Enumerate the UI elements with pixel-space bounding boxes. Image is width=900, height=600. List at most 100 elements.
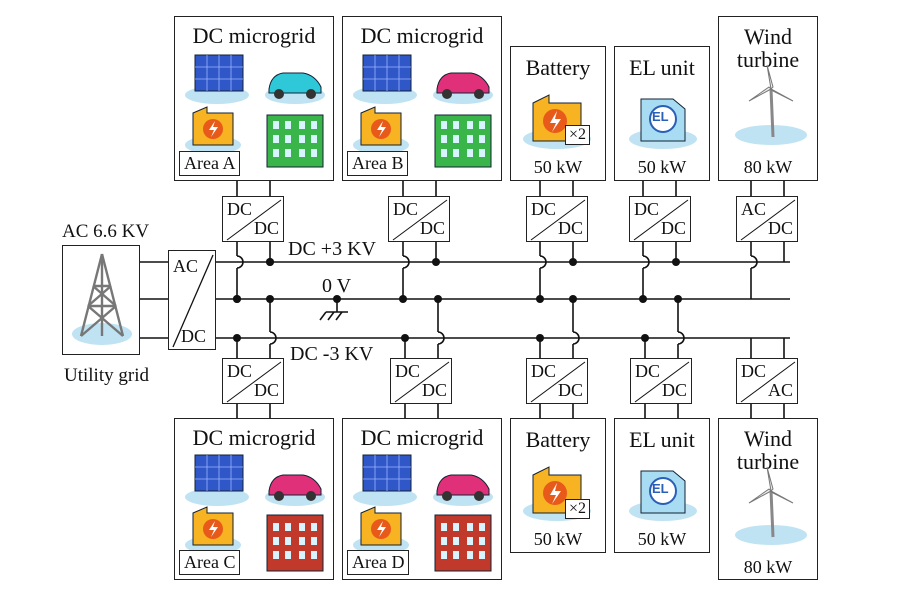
transmission-tower-icon	[72, 253, 132, 345]
wind-title-line2: turbine	[736, 47, 800, 73]
junction-dot	[399, 295, 407, 303]
junction-dot	[674, 295, 682, 303]
converter-in-label: DC	[227, 199, 253, 219]
microgrid-icons	[353, 454, 493, 572]
microgrid-area-c: DC microgrid Area C	[174, 418, 334, 580]
main-converter-ac-label: AC	[173, 256, 199, 276]
converter-out-label: DC	[253, 380, 279, 400]
grid-voltage-label: AC 6.6 KV	[62, 221, 150, 242]
microgrid-icons	[185, 54, 325, 168]
battery-title: Battery	[525, 427, 591, 452]
microgrid-title: DC microgrid	[192, 23, 316, 48]
junction-dot	[266, 295, 274, 303]
microgrid-title: DC microgrid	[360, 23, 484, 48]
junction-dot	[233, 334, 241, 342]
el-unit-title: EL unit	[629, 55, 695, 80]
area-label: Area C	[179, 550, 241, 575]
bus-positive-label: DC +3 KV	[288, 238, 376, 260]
converter-in-label: DC	[393, 199, 419, 219]
wind-turbine-icon	[735, 64, 807, 145]
wind-power: 80 kW	[743, 157, 793, 177]
bus-zero-label: 0 V	[322, 275, 352, 297]
converter-in-label: DC	[227, 361, 253, 381]
converter-in-label: DC	[531, 361, 557, 381]
converter-in-label: DC	[395, 361, 421, 381]
converter-out-label: DC	[557, 218, 583, 238]
microgrid-area-d: DC microgrid Area D	[342, 418, 502, 580]
converter-out-label: DC	[557, 380, 583, 400]
multiplier-badge: ×2	[565, 499, 591, 519]
bus-negative-label: DC -3 KV	[290, 343, 374, 365]
battery-bottom: Battery ×2 50 kW	[510, 418, 606, 553]
battery-power: 50 kW	[533, 157, 583, 177]
utility-grid-label: Utility grid	[64, 365, 149, 386]
junction-dot	[536, 295, 544, 303]
el-badge: EL	[652, 109, 669, 124]
electric-car-icon	[268, 72, 322, 94]
converter-out-label: DC	[661, 380, 687, 400]
converter-out-label: AC	[767, 380, 793, 400]
junction-dot	[672, 258, 680, 266]
junction-dot	[233, 295, 241, 303]
junction-dot	[434, 295, 442, 303]
junction-dot	[569, 295, 577, 303]
junction-dot	[432, 258, 440, 266]
junction-dot	[536, 334, 544, 342]
el-unit-power: 50 kW	[637, 157, 687, 177]
battery-title: Battery	[525, 55, 591, 80]
wind-title-line1: Wind	[744, 24, 792, 49]
junction-dot	[401, 334, 409, 342]
el-unit-power: 50 kW	[637, 529, 687, 549]
el-badge: EL	[652, 481, 669, 496]
el-unit-bottom: EL unit EL 50 kW	[614, 418, 710, 553]
el-unit-top: EL unit EL 50 kW	[614, 46, 710, 181]
converter-out-label: DC	[419, 218, 445, 238]
converter-in-label: DC	[531, 199, 557, 219]
converter-out-label: DC	[421, 380, 447, 400]
wind-power: 80 kW	[743, 557, 793, 577]
el-unit-icon	[629, 98, 697, 149]
el-unit-title: EL unit	[629, 427, 695, 452]
converter-in-label: AC	[741, 199, 767, 219]
converter-in-label: DC	[635, 361, 661, 381]
microgrid-area-b: DC microgrid Area B	[342, 16, 502, 181]
wind-title-line2: turbine	[736, 449, 800, 475]
area-label: Area B	[347, 151, 409, 176]
electric-car-icon	[436, 474, 490, 496]
junction-dot	[569, 258, 577, 266]
microgrid-icons	[353, 54, 493, 168]
wind-title-line1: Wind	[744, 426, 792, 451]
junction-dot	[333, 295, 341, 303]
electric-car-icon	[436, 72, 490, 94]
electric-car-icon	[268, 474, 322, 496]
el-unit-icon	[629, 470, 697, 521]
microgrid-title: DC microgrid	[360, 425, 484, 450]
area-label: Area D	[347, 550, 410, 575]
converter-out-label: DC	[660, 218, 686, 238]
microgrid-area-a: DC microgrid Area A	[174, 16, 334, 181]
converter-in-label: DC	[741, 361, 767, 381]
area-label: Area A	[179, 151, 241, 176]
main-converter-dc-label: DC	[181, 326, 207, 346]
microgrid-icons	[185, 454, 325, 572]
battery-top: Battery ×2 50 kW	[510, 46, 606, 181]
battery-power: 50 kW	[533, 529, 583, 549]
microgrid-title: DC microgrid	[192, 425, 316, 450]
main-acdc-converter: AC DC	[168, 250, 216, 350]
junction-dot	[641, 334, 649, 342]
converter-in-label: DC	[634, 199, 660, 219]
